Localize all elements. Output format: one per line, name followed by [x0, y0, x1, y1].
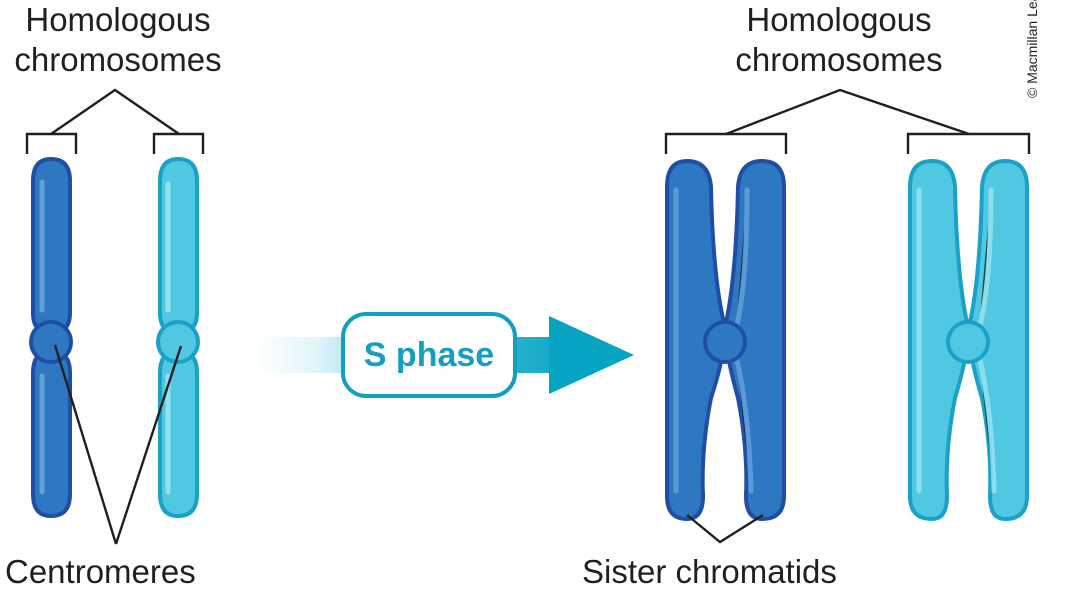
light-duplicated-chromosome [908, 158, 1029, 522]
s-phase-label: S phase [363, 335, 495, 374]
s-phase-arrow [258, 312, 634, 398]
copyright-text: © Macmillan Learning [1024, 0, 1040, 98]
dark-duplicated-chromosome [665, 158, 786, 522]
centromeres-label: Centromeres [5, 553, 196, 590]
left-homologous-brackets [25, 88, 205, 154]
sister-chromatid-pointer-lines [686, 513, 764, 544]
right-homologous-brackets [664, 88, 1031, 154]
centromere-pointer-lines [53, 344, 183, 545]
dark-single-chromosome [29, 156, 73, 519]
sister-chromatids-label: Sister chromatids [582, 553, 837, 590]
light-single-chromosome [156, 156, 200, 519]
